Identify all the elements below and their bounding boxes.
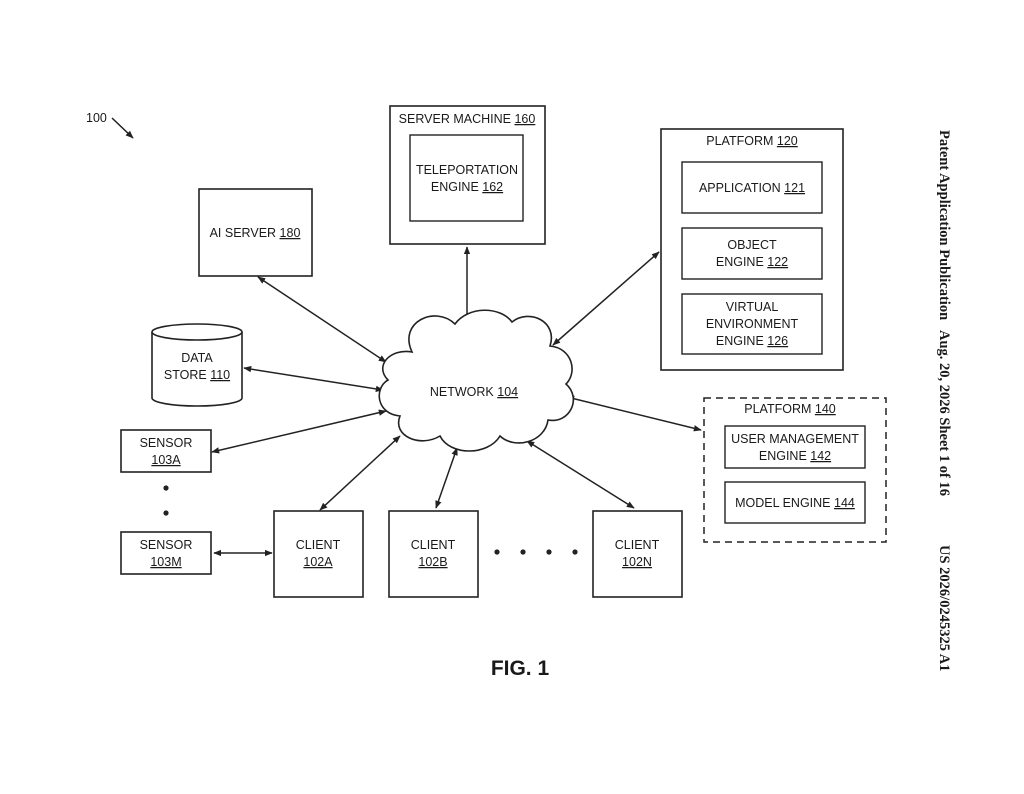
connector-sensor-a-network — [212, 411, 386, 452]
data-store-cylinder-top — [152, 324, 242, 340]
teleportation-engine-line2: ENGINE 162 — [431, 180, 503, 194]
client-102n-ref: 102N — [622, 555, 652, 569]
platform-120-title: PLATFORM 120 — [706, 134, 798, 148]
sensor-103m: SENSOR 103M — [121, 532, 211, 574]
teleportation-engine-line1: TELEPORTATION — [416, 163, 518, 177]
sensor-103a: SENSOR 103A — [121, 430, 211, 472]
connector-platform140-network — [567, 397, 701, 430]
data-store: DATA STORE 110 — [152, 324, 242, 406]
user-mgmt-line1: USER MANAGEMENT — [731, 432, 859, 446]
virtual-env-line2: ENVIRONMENT — [706, 317, 799, 331]
network-cloud-shape — [379, 310, 573, 451]
data-store-line2: STORE 110 — [164, 368, 230, 382]
ai-server-label: AI SERVER 180 — [210, 226, 301, 240]
figure-ref-arrow — [112, 118, 133, 138]
figure-ref-number: 100 — [86, 111, 107, 125]
connector-ai-server-network — [258, 277, 386, 362]
client-102a-box — [274, 511, 363, 597]
client-102a: CLIENT 102A — [274, 511, 363, 597]
ellipsis-dot — [520, 549, 525, 554]
user-mgmt-line2: ENGINE 142 — [759, 449, 831, 463]
connector-client-b-network — [436, 448, 457, 508]
figure-caption: FIG. 1 — [491, 657, 550, 680]
client-102n-line1: CLIENT — [615, 538, 660, 552]
object-engine-box — [682, 228, 822, 279]
object-engine-line1: OBJECT — [727, 238, 777, 252]
platform-120: PLATFORM 120 APPLICATION 121 OBJECT ENGI… — [661, 129, 843, 370]
ai-server: AI SERVER 180 — [199, 189, 312, 276]
virtual-env-line1: VIRTUAL — [726, 300, 779, 314]
client-102b-box — [389, 511, 478, 597]
publication-date-sheet: Aug. 20, 2026 Sheet 1 of 16 — [936, 330, 952, 496]
client-102b-line1: CLIENT — [411, 538, 456, 552]
model-engine-label: MODEL ENGINE 144 — [735, 496, 855, 510]
connector-client-a-network — [320, 436, 400, 510]
client-102a-ref: 102A — [303, 555, 333, 569]
sensor-103a-ref: 103A — [151, 453, 181, 467]
publication-type: Patent Application Publication — [936, 130, 952, 320]
server-machine: SERVER MACHINE 160 TELEPORTATION ENGINE … — [390, 106, 545, 244]
client-ellipsis — [494, 549, 577, 554]
ellipsis-dot — [163, 510, 168, 515]
ellipsis-dot — [494, 549, 499, 554]
connector-data-store-network — [244, 368, 383, 390]
sensor-103a-line1: SENSOR — [140, 436, 193, 450]
platform-140-title: PLATFORM 140 — [744, 402, 836, 416]
ellipsis-dot — [163, 485, 168, 490]
server-machine-title: SERVER MACHINE 160 — [399, 112, 536, 126]
virtual-env-line3: ENGINE 126 — [716, 334, 788, 348]
data-store-line1: DATA — [181, 351, 213, 365]
connector-client-n-network — [527, 441, 634, 508]
network-cloud: NETWORK 104 — [379, 310, 573, 451]
patent-side-header: Patent Application Publication Aug. 20, … — [936, 130, 952, 672]
connector-platform120-network — [553, 252, 659, 345]
platform-140: PLATFORM 140 USER MANAGEMENT ENGINE 142 … — [704, 398, 886, 542]
client-102n-box — [593, 511, 682, 597]
teleportation-engine-box — [410, 135, 523, 221]
sensor-103m-line1: SENSOR — [140, 538, 193, 552]
figure-reference: 100 — [86, 111, 133, 138]
application-label: APPLICATION 121 — [699, 181, 805, 195]
network-label: NETWORK 104 — [430, 385, 518, 399]
sensor-ellipsis — [163, 485, 168, 515]
client-102n: CLIENT 102N — [593, 511, 682, 597]
publication-number: US 2026/0245325 A1 — [936, 545, 952, 672]
client-102a-line1: CLIENT — [296, 538, 341, 552]
client-102b-ref: 102B — [418, 555, 447, 569]
ellipsis-dot — [546, 549, 551, 554]
client-102b: CLIENT 102B — [389, 511, 478, 597]
sensor-103m-ref: 103M — [150, 555, 181, 569]
object-engine-line2: ENGINE 122 — [716, 255, 788, 269]
ellipsis-dot — [572, 549, 577, 554]
